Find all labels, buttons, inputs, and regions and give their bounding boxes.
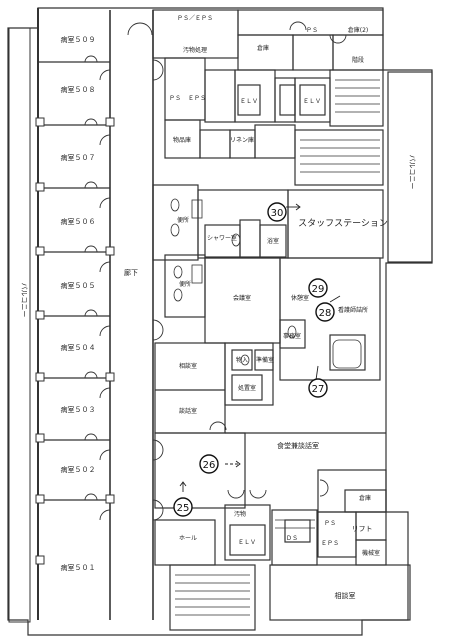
office-label: 事務室 bbox=[283, 332, 301, 340]
room-507-label: 病室５０７ bbox=[61, 153, 96, 162]
utility-label: 汚物処理 bbox=[183, 46, 207, 54]
west-balcony-label: バルコニー bbox=[20, 283, 28, 318]
nurse-station-label: 看護師詰所 bbox=[338, 306, 368, 314]
wc2-label: 便所 bbox=[179, 280, 191, 288]
lift-label: リフト bbox=[352, 525, 373, 533]
viewpoint-markers: 30 29 28 27 26 25 bbox=[173, 202, 335, 517]
elevator2-label: ＥＬＶ bbox=[303, 98, 321, 105]
treatment-label: 処置室 bbox=[238, 384, 256, 392]
elevator3-label: ＥＬＶ bbox=[238, 539, 256, 546]
nurse-station2-label: 休憩室 bbox=[291, 294, 309, 302]
marker-26-label: 26 bbox=[203, 460, 216, 471]
ps-label: ＰＳ bbox=[169, 95, 181, 102]
storage3-label: 物品庫 bbox=[173, 136, 191, 144]
ps-panel-label: ＰＳ／ＥＰＳ bbox=[177, 15, 213, 22]
garbage-label: 汚物 bbox=[234, 510, 246, 518]
bath-label: 浴室 bbox=[267, 237, 279, 245]
storage2-label: 倉庫(2) bbox=[348, 26, 369, 34]
outer-wall bbox=[7, 7, 433, 636]
stair-label: 階段 bbox=[352, 56, 364, 64]
east-balcony-label: バルコニー bbox=[408, 155, 416, 190]
marker-28-label: 28 bbox=[319, 308, 332, 319]
viewpoint-marker-28: 28 bbox=[315, 302, 335, 322]
west-balcony bbox=[8, 27, 31, 623]
viewpoint-marker-25: 25 bbox=[173, 497, 193, 517]
elevator1-label: ＥＬＶ bbox=[240, 98, 258, 105]
marker-27-label: 27 bbox=[312, 384, 325, 395]
linen-label: リネン庫 bbox=[230, 136, 254, 144]
machine-label: 機械室 bbox=[362, 549, 380, 557]
dayroom-label: 談話室 bbox=[179, 407, 197, 415]
room-505-label: 病室５０５ bbox=[61, 281, 96, 290]
room-labels: 病室５０９ 病室５０８ 病室５０７ 病室５０６ 病室５０５ 病室５０４ 病室５０… bbox=[20, 15, 416, 600]
room-504-label: 病室５０４ bbox=[61, 343, 96, 352]
room-506-label: 病室５０６ bbox=[61, 217, 96, 226]
eps-label: ＥＰＳ bbox=[188, 95, 206, 102]
station-label: スタッフステーション bbox=[298, 218, 388, 229]
viewpoint-marker-30: 30 bbox=[267, 202, 287, 222]
marker-25-label: 25 bbox=[177, 503, 190, 514]
wc-label: 便所 bbox=[177, 216, 189, 224]
room-508-label: 病室５０８ bbox=[61, 85, 96, 94]
storage-label: 倉庫 bbox=[257, 44, 269, 52]
ps3-label: ＰＳ bbox=[324, 520, 336, 527]
ds-label: ＤＳ bbox=[286, 535, 298, 542]
consultation-label: 相談室 bbox=[179, 362, 197, 370]
conference-label: 会議室 bbox=[233, 294, 251, 302]
pipe-space-label: ＰＳ bbox=[306, 27, 318, 34]
marker-29-label: 29 bbox=[312, 284, 325, 295]
room-bottom-label: 相談室 bbox=[335, 591, 356, 600]
room-503-label: 病室５０３ bbox=[61, 405, 96, 414]
shower-label: シャワー室 bbox=[207, 234, 237, 242]
hall-label: 食堂兼談話室 bbox=[277, 441, 319, 450]
room-501-label: 病室５０１ bbox=[61, 563, 96, 572]
staff-label: 準備室 bbox=[256, 356, 274, 364]
viewpoint-marker-27: 27 bbox=[308, 378, 328, 398]
marker-30-label: 30 bbox=[271, 208, 284, 219]
closet-label: 物入 bbox=[236, 356, 248, 364]
eps3-label: ＥＰＳ bbox=[321, 540, 339, 547]
east-balcony bbox=[387, 71, 433, 263]
storage-b-label: 倉庫 bbox=[359, 494, 371, 502]
room-502-label: 病室５０２ bbox=[61, 465, 96, 474]
viewpoint-marker-26: 26 bbox=[199, 454, 219, 474]
viewpoint-marker-29: 29 bbox=[308, 278, 328, 298]
corridor-label: 廊下 bbox=[124, 268, 138, 277]
dining-label: ホール bbox=[179, 535, 197, 542]
room-509-label: 病室５０９ bbox=[61, 35, 96, 44]
